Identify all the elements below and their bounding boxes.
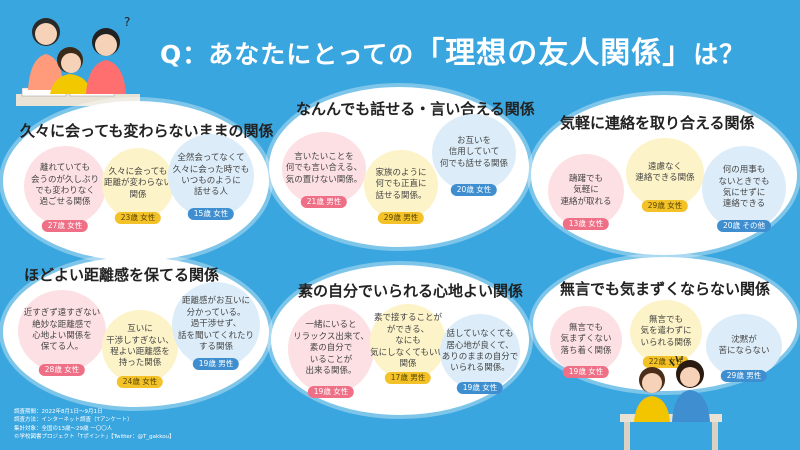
respondent-tag: 27歳 女性 xyxy=(41,219,89,232)
answer-bubble: 近すぎず遠すぎない 絶妙な距離感で 心地よい関係を 保てる人。 28歳 女性 xyxy=(18,290,106,376)
respondent-tag: 23歳 女性 xyxy=(114,211,162,224)
respondent-tag: 17歳 男性 xyxy=(384,371,432,384)
answer-bubble: 素で接することが ができる、 なにも 気にしなくてもいい関係 17歳 男性 xyxy=(370,304,446,384)
respondent-tag: 19歳 女性 xyxy=(456,381,504,394)
card-comfortable-silence: 無言でも気まずくならない関係 無言でも 気まずくない 落ち着く関係 19歳 女性… xyxy=(538,262,792,386)
card-title: 無言でも気まずくならない関係 xyxy=(560,280,771,298)
card-good-distance: ほどよい距離感を保てる関係 近すぎず遠すぎない 絶妙な距離感で 心地よい関係を … xyxy=(8,262,264,402)
card-title: ほどよい距離感を保てる関係 xyxy=(24,266,220,284)
respondent-tag: 29歳 女性 xyxy=(641,199,689,212)
answer-bubble: お互いを 信用していて 何でも話せる関係 20歳 女性 xyxy=(432,114,516,196)
respondent-tag: 19歳 女性 xyxy=(562,365,610,378)
card-title: 素の自分でいられる心地よい関係 xyxy=(298,282,524,300)
respondent-tag: 19歳 男性 xyxy=(192,357,240,370)
respondent-tag: 29歳 男性 xyxy=(720,369,768,382)
answer-bubble: 家族のように 何でも正直に 話せる関係。 29歳 男性 xyxy=(364,150,438,224)
respondent-tag: 24歳 女性 xyxy=(116,375,164,388)
answer-bubble: 何の用事も ないときでも 気にせずに 連絡できる 20歳 その他 xyxy=(702,146,786,232)
respondent-tag: 15歳 女性 xyxy=(187,207,235,220)
respondent-tag: 19歳 女性 xyxy=(307,385,355,398)
card-casual-contact: 気軽に連絡を取り合える関係 躊躇でも 気軽に 連絡が取れる 13歳 女性 遠慮な… xyxy=(536,100,792,250)
respondent-tag: 22歳 女性 xyxy=(642,355,690,368)
respondent-tag: 20歳 その他 xyxy=(717,219,771,232)
answer-bubble: 距離感がお互いに 分かっている。 過干渉せず、 話を聞いてくれたり する関係 1… xyxy=(172,282,260,370)
respondent-tag: 20歳 女性 xyxy=(450,183,498,196)
respondent-tag: 28歳 女性 xyxy=(38,363,86,376)
answer-bubble: 遠慮なく 連絡できる関係 29歳 女性 xyxy=(626,138,704,212)
card-title: 久々に会っても変わらないままの関係 xyxy=(20,122,274,140)
respondent-tag: 29歳 男性 xyxy=(377,211,425,224)
page-title: Q：あなたにとっての「理想の友人関係」は？ xyxy=(160,36,746,71)
card-be-yourself: 素の自分でいられる心地よい関係 一緒にいると リラックス出来て、 素の自分で い… xyxy=(276,270,524,410)
card-title: 気軽に連絡を取り合える関係 xyxy=(560,114,755,132)
respondent-tag: 21歳 男性 xyxy=(300,195,348,208)
svg-text:?: ? xyxy=(124,15,130,29)
answer-bubble: 離れていても 会うのが久しぶり でも変わりなく 過ごせる関係 27歳 女性 xyxy=(24,146,106,232)
respondent-tag: 13歳 女性 xyxy=(562,217,610,230)
card-unchanged-relationship: 久々に会っても変わらないままの関係 離れていても 会うのが久しぶり でも変わりな… xyxy=(8,106,274,256)
answer-bubble: 沈黙が 苦にならない 29歳 男性 xyxy=(706,314,782,382)
answer-bubble: 一緒にいると リラックス出来て、 素の自分で いることが 出来る関係。 19歳 … xyxy=(288,304,374,398)
students-studying-illustration: ? xyxy=(16,15,140,106)
answer-bubble: 話していなくても 居心地が良くて、 ありのままの自分で いられる関係。 19歳 … xyxy=(440,314,520,394)
card-talk-anything: なんんでも話せる・言い合える関係 言いたいことを 何でも言い合える、 気の置けな… xyxy=(274,92,535,242)
answer-bubble: 久々に会っても 距離が変わらない 関係 23歳 女性 xyxy=(102,148,174,224)
answer-bubble: 全然会ってなくて 久々に会った時でも いつものように 話せる人 15歳 女性 xyxy=(168,134,254,220)
survey-footnote: 調査期間：2022年8月1日〜9月1日 調査方法：インターネット調査（Tアンケー… xyxy=(14,409,175,440)
answer-bubble: 互いに 干渉しすぎない、 程よい距離感を 持った関係 24歳 女性 xyxy=(102,310,178,388)
girls-on-bench-illustration xyxy=(620,356,722,450)
answer-bubble: 躊躇でも 気軽に 連絡が取れる 13歳 女性 xyxy=(548,154,624,230)
answer-bubble: 無言でも 気を遣わずに いられる関係 22歳 女性 xyxy=(630,300,702,368)
card-title: なんんでも話せる・言い合える関係 xyxy=(296,100,535,118)
answer-bubble: 無言でも 気まずくない 落ち着く関係 19歳 女性 xyxy=(550,306,622,378)
answer-bubble: 言いたいことを 何でも言い合える、 気の置けない関係。 21歳 男性 xyxy=(282,132,366,208)
